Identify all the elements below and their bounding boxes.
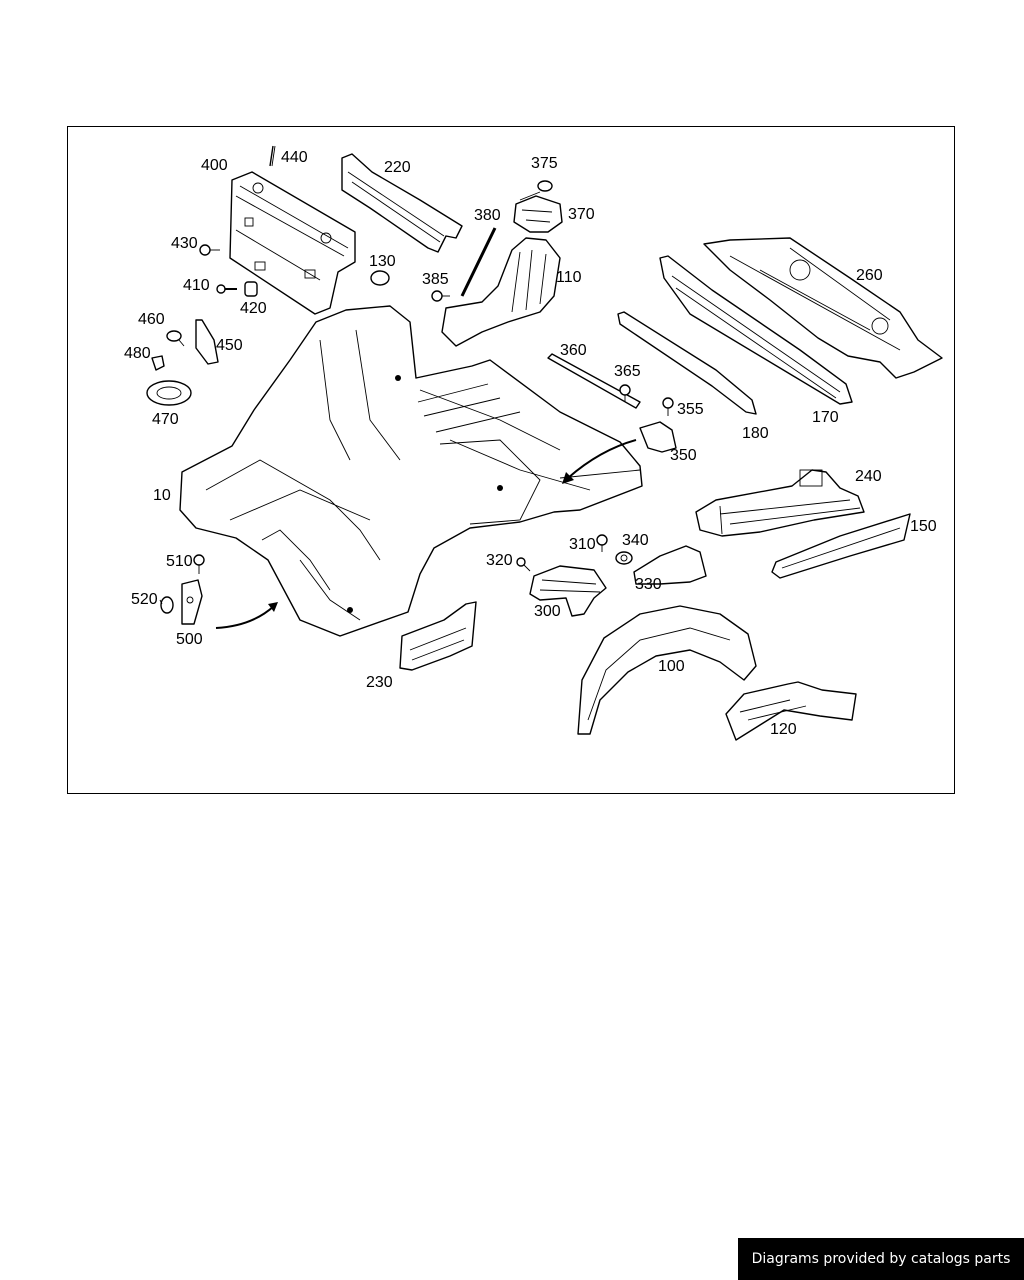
part-10-rear-floor-assembly[interactable] xyxy=(179,305,643,637)
part-410-screw[interactable] xyxy=(216,284,237,294)
callout-120[interactable]: 120 xyxy=(770,721,797,738)
callout-460[interactable]: 460 xyxy=(138,311,165,328)
callout-170[interactable]: 170 xyxy=(812,409,839,426)
part-260-rear-panel[interactable] xyxy=(703,237,943,379)
part-520-nut[interactable] xyxy=(160,596,174,614)
part-240-floor-section[interactable] xyxy=(695,469,865,537)
callout-385[interactable]: 385 xyxy=(422,271,449,288)
part-500-bracket[interactable] xyxy=(181,579,203,625)
part-510-screw[interactable] xyxy=(193,554,205,574)
callout-240[interactable]: 240 xyxy=(855,468,882,485)
part-450-bracket[interactable] xyxy=(195,319,219,365)
part-365-screw[interactable] xyxy=(619,384,631,402)
callout-365[interactable]: 365 xyxy=(614,363,641,380)
callout-510[interactable]: 510 xyxy=(166,553,193,570)
callout-520[interactable]: 520 xyxy=(131,591,158,608)
diagram-credit-banner: Diagrams provided by catalogs parts xyxy=(738,1238,1024,1280)
callout-400[interactable]: 400 xyxy=(201,157,228,174)
callout-10[interactable]: 10 xyxy=(153,487,171,504)
callout-350[interactable]: 350 xyxy=(670,447,697,464)
part-340-nut[interactable] xyxy=(615,551,633,565)
part-360-strip[interactable] xyxy=(547,353,641,409)
part-470-plug[interactable] xyxy=(146,380,192,406)
callout-130[interactable]: 130 xyxy=(369,253,396,270)
part-120-panel[interactable] xyxy=(725,681,857,741)
part-480-clip[interactable] xyxy=(151,355,165,371)
callout-355[interactable]: 355 xyxy=(677,401,704,418)
part-170-cross-member[interactable] xyxy=(659,255,853,405)
part-320-screw[interactable] xyxy=(516,557,531,572)
callout-310[interactable]: 310 xyxy=(569,536,596,553)
part-370-bracket[interactable] xyxy=(513,195,563,233)
callout-440[interactable]: 440 xyxy=(281,149,308,166)
part-110-wheelhouse-panel[interactable] xyxy=(441,237,561,347)
part-420-clip[interactable] xyxy=(244,281,258,297)
callout-300[interactable]: 300 xyxy=(534,603,561,620)
part-150-side-rail[interactable] xyxy=(771,513,911,579)
callout-180[interactable]: 180 xyxy=(742,425,769,442)
part-375-screw[interactable] xyxy=(537,180,553,192)
callout-150[interactable]: 150 xyxy=(910,518,937,535)
part-300-lock-bracket[interactable] xyxy=(529,565,607,617)
callout-220[interactable]: 220 xyxy=(384,159,411,176)
part-310-screw[interactable] xyxy=(596,534,608,552)
part-130-bumper[interactable] xyxy=(370,270,390,286)
part-355-screw[interactable] xyxy=(662,397,674,416)
pointer-arrow-350 xyxy=(562,439,637,484)
callout-330[interactable]: 330 xyxy=(635,576,662,593)
part-460-bolt[interactable] xyxy=(166,330,185,347)
callout-450[interactable]: 450 xyxy=(216,337,243,354)
part-440-stud[interactable] xyxy=(269,145,276,167)
callout-480[interactable]: 480 xyxy=(124,345,151,362)
leader-lines xyxy=(159,191,541,605)
part-180-rail[interactable] xyxy=(617,311,757,415)
callout-340[interactable]: 340 xyxy=(622,532,649,549)
callout-230[interactable]: 230 xyxy=(366,674,393,691)
part-430-screw[interactable] xyxy=(199,244,220,256)
callout-470[interactable]: 470 xyxy=(152,411,179,428)
part-230-plate[interactable] xyxy=(399,601,477,671)
callout-410[interactable]: 410 xyxy=(183,277,210,294)
part-220-rear-cross-member[interactable] xyxy=(341,153,463,253)
callout-320[interactable]: 320 xyxy=(486,552,513,569)
pointer-arrow-500 xyxy=(215,602,278,629)
callout-370[interactable]: 370 xyxy=(568,206,595,223)
part-400-rear-panel[interactable] xyxy=(229,171,356,315)
callout-430[interactable]: 430 xyxy=(171,235,198,252)
callout-420[interactable]: 420 xyxy=(240,300,267,317)
callout-260[interactable]: 260 xyxy=(856,267,883,284)
callout-500[interactable]: 500 xyxy=(176,631,203,648)
part-330-bracket[interactable] xyxy=(633,545,707,585)
part-380-rod[interactable] xyxy=(460,227,497,297)
callout-360[interactable]: 360 xyxy=(560,342,587,359)
callout-100[interactable]: 100 xyxy=(658,658,685,675)
part-100-wheel-arch-liner[interactable] xyxy=(577,605,757,735)
callout-110[interactable]: 110 xyxy=(556,269,582,286)
callout-375[interactable]: 375 xyxy=(531,155,558,172)
part-385-bolt[interactable] xyxy=(431,290,450,302)
part-350-bracket[interactable] xyxy=(639,421,677,453)
callout-380[interactable]: 380 xyxy=(474,207,501,224)
